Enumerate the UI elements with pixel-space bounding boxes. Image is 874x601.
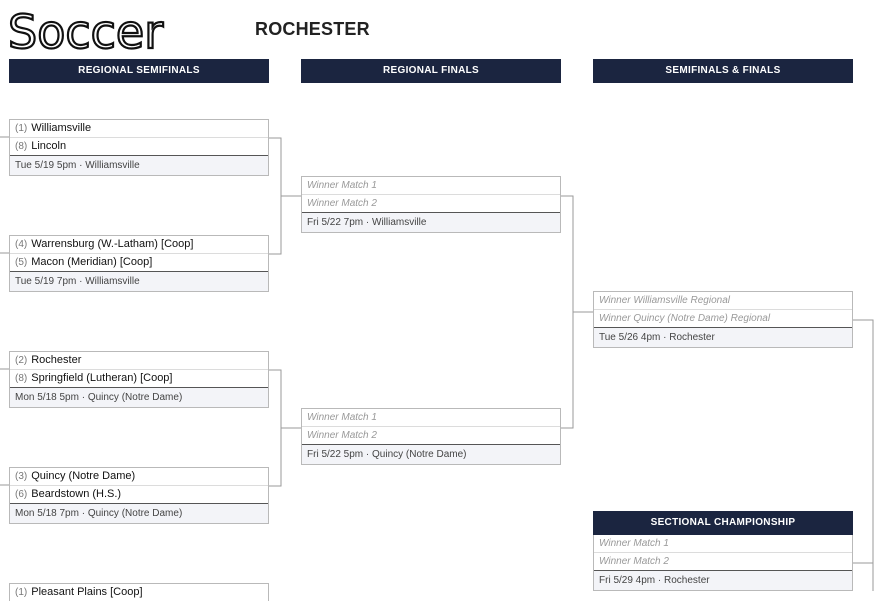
page-title: ROCHESTER [255,19,370,39]
team-placeholder: Winner Match 1 [307,180,377,191]
match-info: Tue 5/19 5pm · Williamsville [10,156,268,175]
team-slot[interactable]: (4)Warrensburg (W.-Latham) [Coop] [10,236,268,254]
team-slot[interactable]: Winner Quincy (Notre Dame) Regional [594,310,852,328]
team-name: Macon (Meridian) [Coop] [31,256,153,268]
semifinal-match-3[interactable]: (2)Rochester (8)Springfield (Lutheran) [… [9,351,269,408]
match-info: Fri 5/29 4pm · Rochester [594,571,852,590]
team-slot[interactable]: (5)Macon (Meridian) [Coop] [10,254,268,272]
regional-final-match-2[interactable]: Winner Match 1 Winner Match 2 Fri 5/22 5… [301,408,561,465]
team-slot[interactable]: Winner Match 2 [302,427,560,445]
team-placeholder: Winner Match 2 [599,556,669,567]
team-slot[interactable]: Winner Match 1 [302,409,560,427]
team-slot[interactable]: Winner Match 1 [302,177,560,195]
seed: (4) [15,239,28,250]
team-placeholder: Winner Match 1 [307,412,377,423]
team-slot[interactable]: Winner Williamsville Regional [594,292,852,310]
connector-line [269,137,282,255]
seed: (8) [15,141,28,152]
regional-final-match-1[interactable]: Winner Match 1 Winner Match 2 Fri 5/22 7… [301,176,561,233]
match-info: Tue 5/19 7pm · Williamsville [10,272,268,291]
soccer-logo: Soccer [6,2,178,56]
team-name: Beardstown (H.S.) [31,488,122,500]
team-slot[interactable]: (3)Quincy (Notre Dame) [10,468,268,486]
team-slot[interactable]: (8)Springfield (Lutheran) [Coop] [10,370,268,388]
match-info: Mon 5/18 7pm · Quincy (Notre Dame) [10,504,268,523]
team-name: Quincy (Notre Dame) [31,470,136,482]
connector-line [561,195,574,429]
match-info: Tue 5/26 4pm · Rochester [594,328,852,347]
match-info: Mon 5/18 5pm · Quincy (Notre Dame) [10,388,268,407]
team-name: Warrensburg (W.-Latham) [Coop] [31,238,194,250]
team-placeholder: Winner Match 1 [599,538,669,549]
semifinal-match-2[interactable]: (4)Warrensburg (W.-Latham) [Coop] (5)Mac… [9,235,269,292]
championship-match[interactable]: Winner Match 1 Winner Match 2 Fri 5/29 4… [593,535,853,591]
team-name: Rochester [31,354,82,366]
team-name: Lincoln [31,140,67,152]
match-info: Fri 5/22 7pm · Williamsville [302,213,560,232]
header-sectional-championship: SECTIONAL CHAMPIONSHIP [593,511,853,535]
svg-text:Soccer: Soccer [8,5,163,56]
team-slot[interactable]: (6)Beardstown (H.S.) [10,486,268,504]
seed: (6) [15,489,28,500]
team-placeholder: Winner Match 2 [307,430,377,441]
connector-line [853,319,874,591]
header-regional-semifinals: REGIONAL SEMIFINALS [9,59,269,83]
team-slot[interactable]: (1)Williamsville [10,120,268,138]
seed: (1) [15,587,28,598]
semifinal-match-4[interactable]: (3)Quincy (Notre Dame) (6)Beardstown (H.… [9,467,269,524]
semifinal-match-5[interactable]: (1)Pleasant Plains [Coop] [9,583,269,601]
team-placeholder: Winner Match 2 [307,198,377,209]
team-placeholder: Winner Quincy (Notre Dame) Regional [599,313,771,324]
team-slot[interactable]: Winner Match 1 [594,535,852,553]
match-info: Fri 5/22 5pm · Quincy (Notre Dame) [302,445,560,464]
seed: (5) [15,257,28,268]
team-slot[interactable]: Winner Match 2 [302,195,560,213]
seed: (1) [15,123,28,134]
team-slot[interactable]: (2)Rochester [10,352,268,370]
soccer-logo-art: Soccer [7,4,164,56]
team-slot[interactable]: Winner Match 2 [594,553,852,571]
seed: (2) [15,355,28,366]
header-semifinals-finals: SEMIFINALS & FINALS [593,59,853,83]
team-placeholder: Winner Williamsville Regional [599,295,730,306]
team-name: Williamsville [31,122,92,134]
semifinal-match-1[interactable]: (1)Williamsville (8)Lincoln Tue 5/19 5pm… [9,119,269,176]
seed: (8) [15,373,28,384]
sectional-semifinal-match[interactable]: Winner Williamsville Regional Winner Qui… [593,291,853,348]
seed: (3) [15,471,28,482]
team-slot[interactable]: (1)Pleasant Plains [Coop] [10,584,268,601]
connector-line [269,369,282,487]
team-name: Springfield (Lutheran) [Coop] [31,372,173,384]
header-regional-finals: REGIONAL FINALS [301,59,561,83]
team-slot[interactable]: (8)Lincoln [10,138,268,156]
team-name: Pleasant Plains [Coop] [31,586,143,598]
